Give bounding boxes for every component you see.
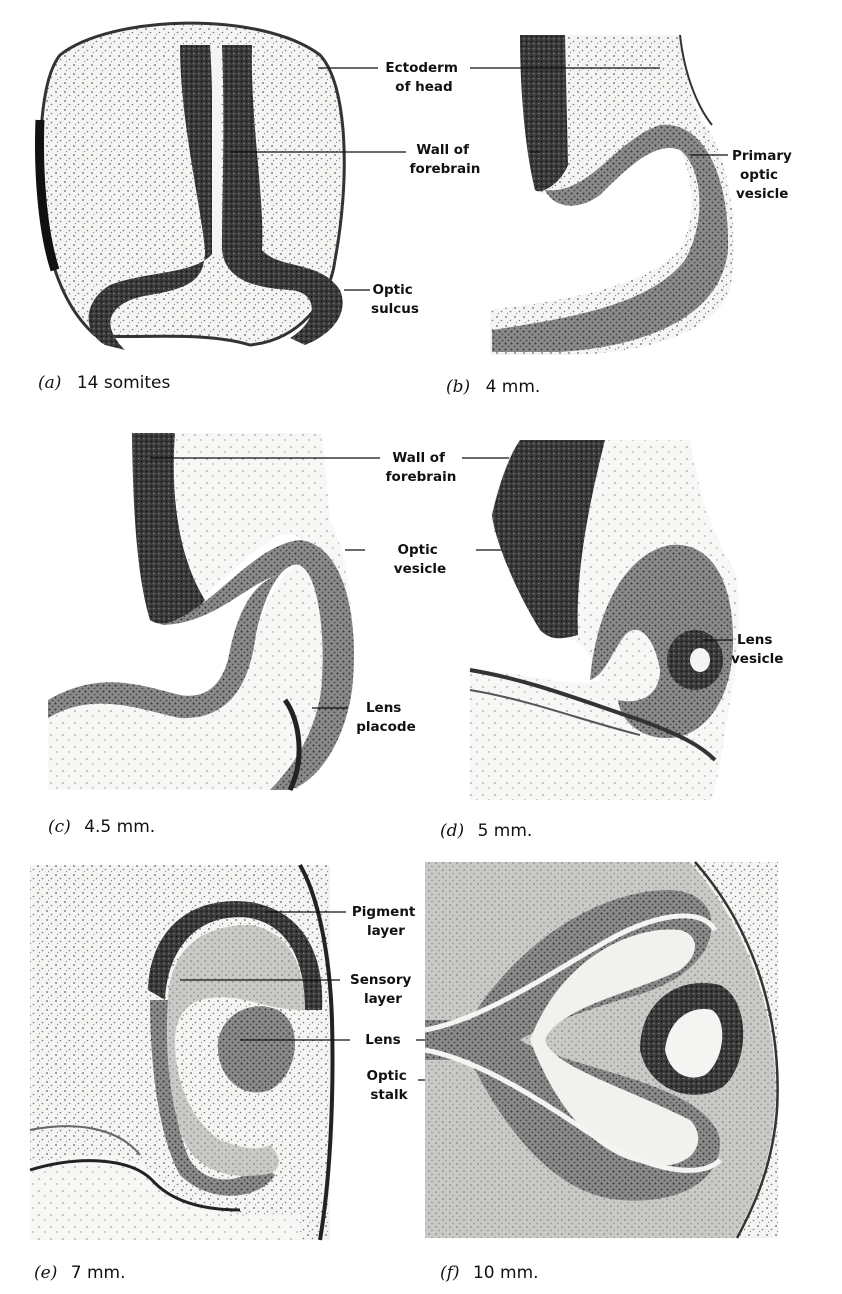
label-optic-stalk: Optic stalk [367,1068,412,1103]
caption-b: (b) 4 mm. [446,377,540,397]
caption-f: (f) 10 mm. [440,1263,539,1283]
caption-d: (d) 5 mm. [440,821,532,841]
panel-d-section-drawing [469,440,740,800]
panel-b-section-drawing [490,34,734,355]
label-ectoderm-of-head: Ectoderm of head [385,60,462,95]
label-primary-optic-vesicle: Primary optic vesicle [732,148,797,202]
label-sensory-layer: Sensory layer [350,972,416,1007]
panel-e: Pigment layer Sensory layer Lens Optic s… [29,864,630,1283]
panel-b: Primary optic vesicle (b) 4 mm. [446,34,797,397]
label-lens-placode: Lens placode [356,700,416,735]
panel-f-section-drawing [424,861,779,1239]
label-pigment-layer: Pigment layer [352,904,420,939]
panel-a: Ectoderm of head Wall of forebrain Optic… [35,21,481,393]
label-optic-vesicle: Optic vesicle [394,542,446,577]
label-lens: Lens [365,1032,400,1048]
panel-c-section-drawing [48,433,355,792]
caption-e: (e) 7 mm. [34,1263,125,1283]
label-wall-of-forebrain-a: Wall of forebrain [410,142,481,177]
label-optic-sulcus: Optic sulcus [371,282,419,317]
panel-e-section-drawing [29,864,335,1241]
panel-d: Lens vesicle (d) 5 mm. [440,440,783,841]
panel-c: Wall of forebrain Optic vesicle Lens pla… [48,433,640,837]
caption-a: (a) 14 somites [38,373,171,393]
label-wall-of-forebrain-c: Wall of forebrain [386,450,457,485]
panel-a-section-drawing [35,21,346,350]
label-lens-vesicle: Lens vesicle [731,632,783,667]
caption-c: (c) 4.5 mm. [48,817,155,837]
panel-f: (f) 10 mm. [424,861,779,1283]
